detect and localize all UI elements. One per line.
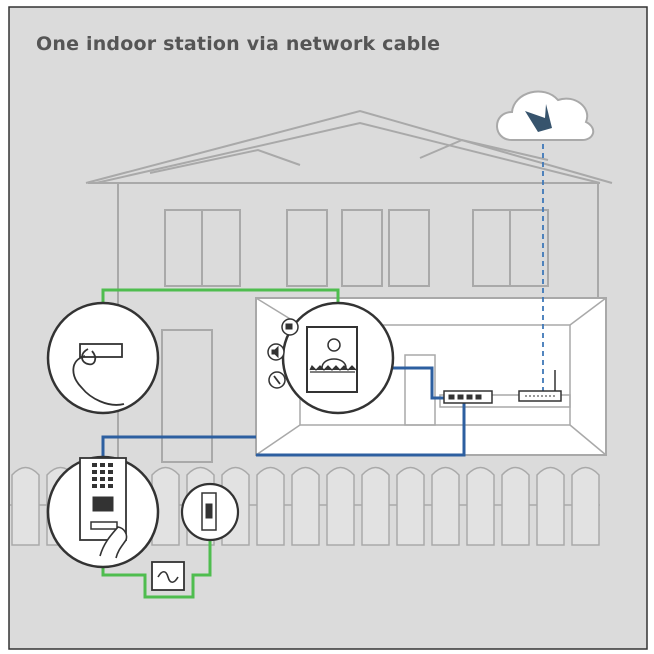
video-intercom-monitor-icon — [267, 301, 395, 415]
keypad-key — [92, 484, 97, 488]
keypad-key — [92, 470, 97, 474]
keypad-door-station-icon — [46, 455, 160, 569]
fence-picket — [151, 466, 180, 546]
fence-picket — [571, 466, 600, 546]
electric-door-lock-icon — [180, 482, 240, 542]
fence-picket — [256, 466, 285, 546]
fence-picket — [431, 466, 460, 546]
cloud-icon — [496, 90, 595, 141]
fence-picket — [291, 466, 320, 546]
ac-power-supply-icon — [151, 561, 185, 591]
keypad-key — [108, 484, 113, 488]
wifi-router-icon — [518, 370, 562, 402]
poe-switch-icon — [443, 390, 493, 404]
fence-picket — [466, 466, 495, 546]
keypad-key — [100, 463, 105, 467]
fence-picket — [11, 466, 40, 546]
keypad-key — [100, 477, 105, 481]
keypad-key — [92, 477, 97, 481]
keypad-key — [100, 470, 105, 474]
fence-picket — [361, 466, 390, 546]
keypad-key — [108, 477, 113, 481]
fence-picket — [326, 466, 355, 546]
keypad-key — [92, 463, 97, 467]
keypad-key — [108, 470, 113, 474]
keypad-key — [108, 463, 113, 467]
fence-picket — [396, 466, 425, 546]
diagram-title: One indoor station via network cable — [36, 33, 441, 55]
fence-picket — [536, 466, 565, 546]
fence-picket — [501, 466, 530, 546]
keypad-key — [100, 484, 105, 488]
finger-press-button-icon — [46, 301, 160, 415]
